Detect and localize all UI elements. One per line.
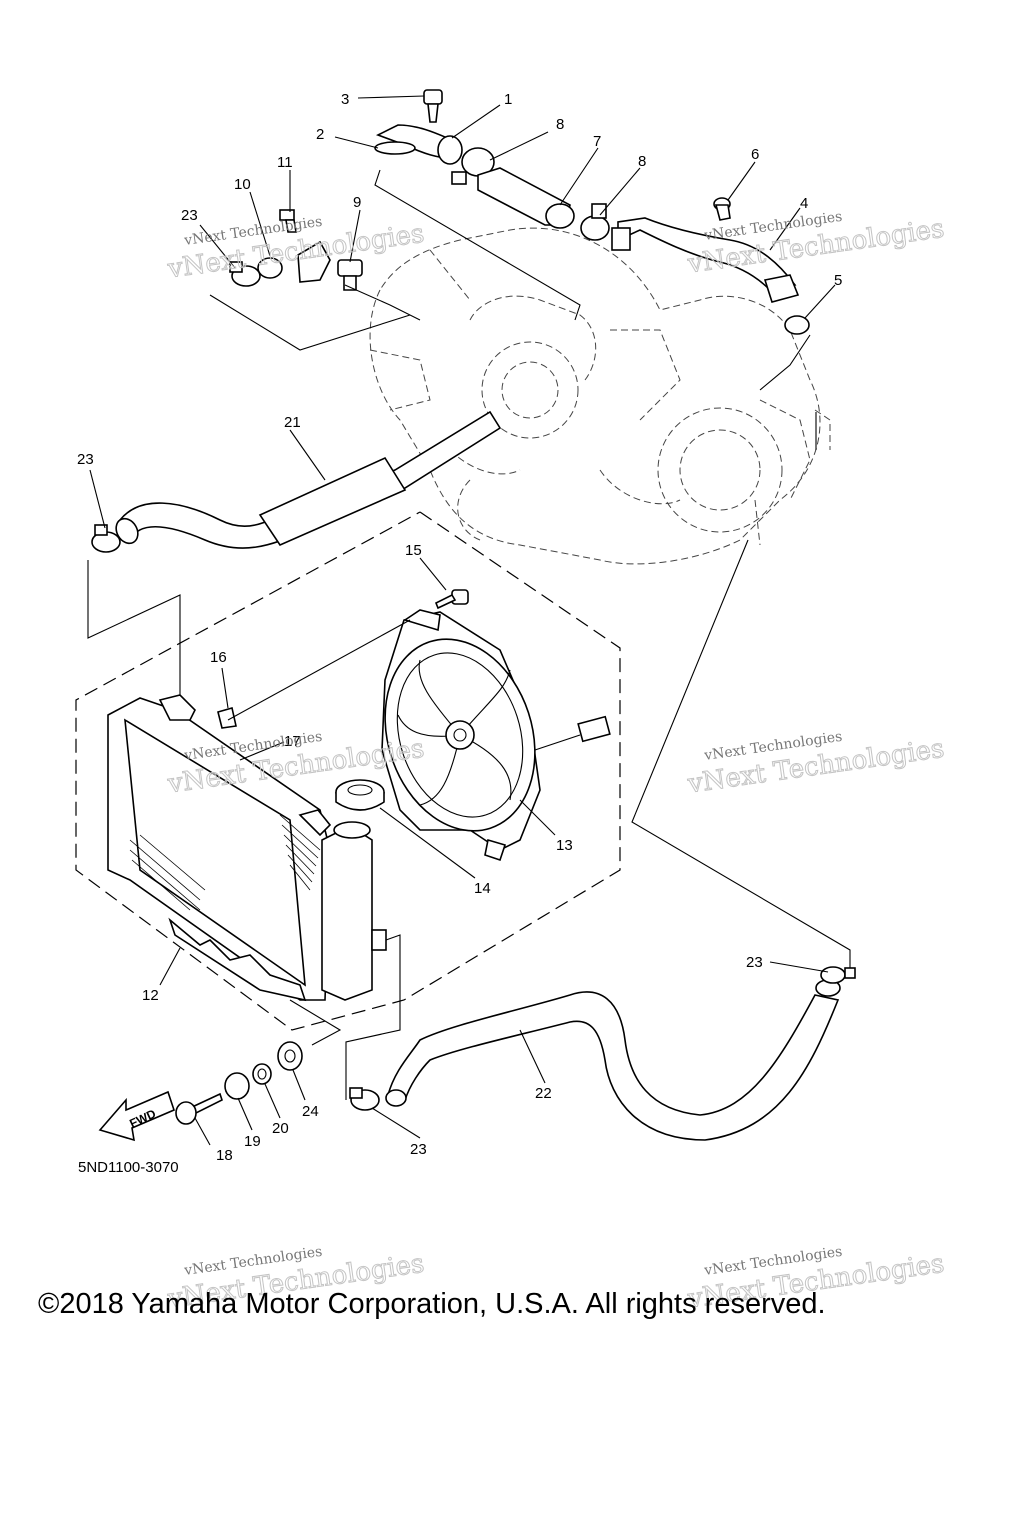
hose-4 — [611, 217, 800, 303]
bolt-11 — [279, 209, 297, 233]
clamp-23-upper — [229, 261, 261, 287]
callout-3: 3 — [341, 91, 349, 108]
bolt-18 — [175, 1092, 223, 1125]
callout-23-upper: 23 — [181, 207, 198, 224]
hose-22 — [385, 979, 841, 1141]
washer-19 — [224, 1072, 250, 1100]
callout-5: 5 — [834, 272, 842, 289]
o-ring-5 — [784, 315, 810, 335]
thermostat-9 — [337, 259, 363, 291]
callout-18: 18 — [216, 1147, 233, 1164]
grommet-24 — [277, 1041, 303, 1071]
o-ring-2 — [374, 141, 416, 155]
callout-19: 19 — [244, 1133, 261, 1150]
callout-9: 9 — [353, 194, 361, 211]
callout-13: 13 — [556, 837, 573, 854]
pipe-1 — [375, 124, 463, 165]
leader-lines — [87, 95, 851, 1146]
callout-7: 7 — [593, 133, 601, 150]
collar-20 — [252, 1063, 272, 1085]
radiator-core-mesh — [129, 814, 321, 911]
callout-17: 17 — [284, 733, 301, 750]
callout-1: 1 — [504, 91, 512, 108]
callout-15: 15 — [405, 542, 422, 559]
callout-21: 21 — [284, 414, 301, 431]
callout-14: 14 — [474, 880, 491, 897]
clamp-23-left — [91, 524, 121, 553]
clamp-23-lower — [349, 1087, 380, 1111]
radiator-group-outline — [75, 511, 621, 1031]
drawing-code: 5ND1100-3070 — [78, 1159, 179, 1176]
fwd-arrow-icon: FWD — [98, 1090, 175, 1142]
hose-7 — [477, 167, 575, 229]
callout-numbers: 1 2 3 4 5 6 7 8 8 9 10 11 23 21 23 15 16… — [77, 91, 842, 1164]
cooling-fan — [381, 609, 611, 862]
callout-10: 10 — [234, 176, 251, 193]
callout-23-right: 23 — [746, 954, 763, 971]
callout-12: 12 — [142, 987, 159, 1004]
callout-20: 20 — [272, 1120, 289, 1137]
callout-22: 22 — [535, 1085, 552, 1102]
radiator — [107, 694, 387, 1002]
copyright-notice: ©2018 Yamaha Motor Corporation, U.S.A. A… — [38, 1288, 826, 1320]
bolt-15 — [434, 589, 469, 610]
engine-outline — [369, 227, 831, 565]
callout-8-upper: 8 — [556, 116, 564, 133]
callout-4: 4 — [800, 195, 808, 212]
callout-16: 16 — [210, 649, 227, 666]
watermarks: vNext Technologies vNext Technologies vN… — [165, 209, 947, 1315]
callout-6: 6 — [751, 146, 759, 163]
clamp-8-lower — [580, 203, 610, 241]
bolt-6 — [713, 197, 731, 221]
callout-11: 11 — [277, 154, 293, 171]
callout-24: 24 — [302, 1103, 319, 1120]
callout-8-lower: 8 — [638, 153, 646, 170]
clamp-23-right — [820, 966, 856, 984]
callout-2: 2 — [316, 126, 324, 143]
hose-21 — [115, 410, 502, 549]
callout-23-left: 23 — [77, 451, 94, 468]
clip-16 — [217, 706, 237, 729]
callout-23-lower: 23 — [410, 1141, 427, 1158]
bolt-3 — [423, 89, 443, 123]
radiator-cap — [335, 779, 385, 811]
thermostat-cover-10 — [257, 240, 331, 283]
